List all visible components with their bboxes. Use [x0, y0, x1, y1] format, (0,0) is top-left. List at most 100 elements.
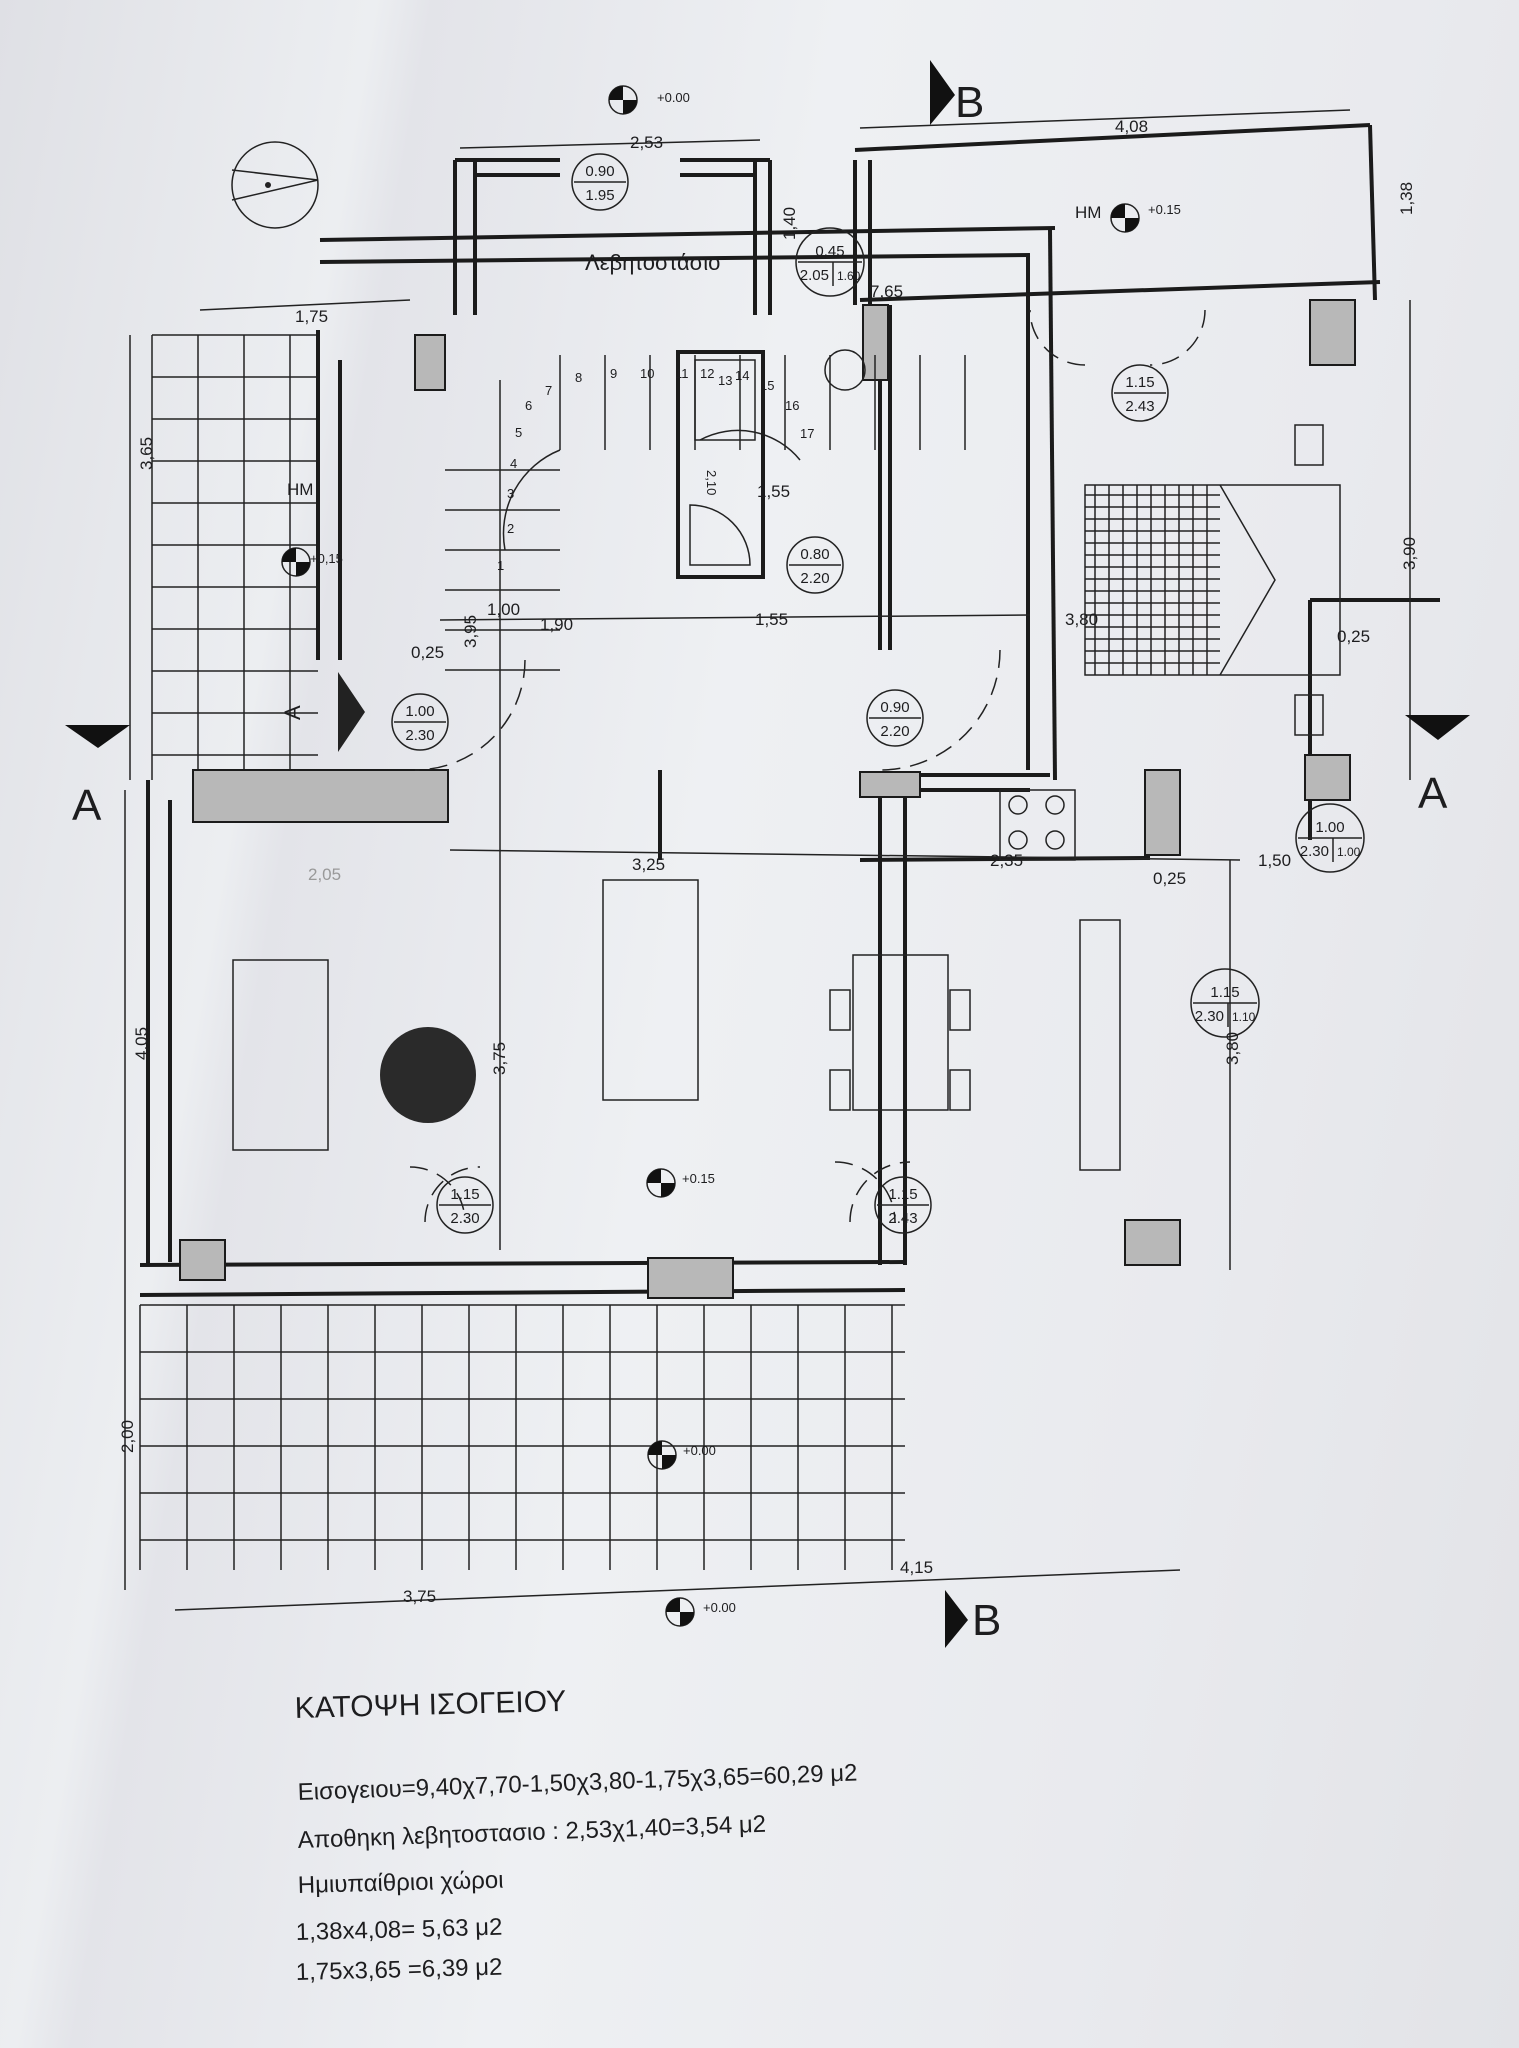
stair-step-number: 15	[760, 378, 774, 393]
wall	[1368, 124, 1377, 301]
door-tag-height: 2.43	[1125, 398, 1154, 415]
door-tag-height: 1.95	[585, 187, 614, 204]
section-arrow-icon	[1405, 715, 1470, 740]
dim-stair-length: 3,95	[461, 615, 480, 648]
chair-icon	[829, 989, 851, 1031]
door-tag-width: 1.15	[450, 1186, 479, 1203]
door-tag-width: 0.90	[585, 163, 614, 180]
stair-step-number: 1	[497, 558, 504, 573]
cooktop-icon	[999, 789, 1076, 861]
dimension-line	[859, 109, 1351, 129]
dim-living-height: 4,05	[132, 1027, 151, 1060]
chair-icon	[949, 989, 971, 1031]
dim-wall-kitchen: 0,25	[1153, 869, 1186, 888]
section-marker-a-left: A	[72, 781, 102, 830]
column-hatch	[1309, 299, 1356, 366]
bed-icon	[1084, 484, 1341, 676]
door-swing-arc	[879, 649, 1001, 771]
stair-step-number: 7	[545, 383, 552, 398]
door-tag-circle	[1190, 968, 1260, 1038]
dim-shower: 2,10	[704, 470, 719, 495]
nightstand-icon	[1294, 424, 1324, 466]
door-tag-circle	[1111, 364, 1169, 422]
dim-bedroom-height: 3,90	[1400, 537, 1419, 570]
toilet-icon	[824, 349, 866, 391]
dining-table-icon	[852, 954, 949, 1111]
room-label-porch-top: ΗΜ	[1075, 203, 1101, 222]
door-swing-arc	[1029, 309, 1086, 366]
stair-step-number: 6	[525, 398, 532, 413]
dimension-line	[459, 139, 761, 149]
level-marker-fill	[609, 86, 637, 114]
door-tag-width: 1.00	[1315, 819, 1344, 836]
column-hatch	[862, 304, 889, 381]
column-hatch	[1124, 1219, 1181, 1266]
door-swing-arc	[834, 1161, 896, 1223]
dim-bath-width-2: 1,55	[757, 482, 790, 501]
level-porch-left: +0,15	[310, 551, 343, 566]
dim-terrace-height: 2,00	[118, 1420, 137, 1453]
wall	[139, 1260, 906, 1267]
level-porch-top: +0.15	[1148, 202, 1181, 217]
wall	[139, 1288, 906, 1297]
area-note-boiler: Αποθηκη λεβητοστασιο : 2,53χ1,40=3,54 μ2	[297, 1811, 766, 1854]
door-tag-height: 2.43	[888, 1210, 917, 1227]
dim-boiler-height: 1,40	[780, 207, 799, 240]
stair-step-number: 17	[800, 426, 814, 441]
door-tag-width: 1.00	[405, 703, 434, 720]
dim-porch-height: 1,38	[1397, 182, 1416, 215]
dimension-line	[199, 299, 411, 311]
chair-icon	[949, 1069, 971, 1111]
dim-kitchen-width: 2,35	[990, 851, 1023, 870]
plan-geometry	[65, 60, 1470, 1648]
stair-path-arc	[502, 449, 561, 551]
dimension-line	[439, 614, 1031, 621]
door-tag-height: 2.30	[450, 1210, 479, 1227]
door-tag-height: 2.30	[405, 727, 434, 744]
dim-bottom-left: 3,75	[403, 1587, 436, 1606]
drawing-title: ΚΑΤΟΨΗ ΙΣΟΓΕΙΟΥ	[294, 1685, 566, 1725]
door-swing-arc	[849, 1161, 911, 1223]
burner-icon	[1008, 795, 1028, 815]
door-tag-height: 2.30	[1300, 843, 1329, 860]
area-note-ground: Εισογειου=9,40χ7,70-1,50χ3,80-1,75χ3,65=…	[297, 1759, 858, 1806]
dim-bedroom-width: 3,80	[1065, 610, 1098, 629]
dim-left-porch-width: 1,75	[295, 307, 328, 326]
stair-step-number: 3	[507, 486, 514, 501]
nightstand-icon	[1294, 694, 1324, 736]
dim-hall-width: 1,90	[540, 615, 573, 634]
dim-porch-width: 4,08	[1115, 117, 1148, 136]
stair-step-number: 9	[610, 366, 617, 381]
door-tag-width: 0.45	[815, 243, 844, 260]
corner-bathtub	[689, 504, 751, 566]
door-tag-width: 0.90	[880, 699, 909, 716]
door-tag-circle	[866, 689, 924, 747]
dim-living-length: 2,05	[308, 865, 341, 884]
column-hatch	[192, 769, 449, 823]
dim-kitchen-extension: 1,50	[1258, 851, 1291, 870]
dim-bath-width: 1,55	[755, 610, 788, 629]
section-arrow-label: A	[280, 705, 305, 720]
door-tag-sill: 1.10	[1232, 1010, 1256, 1024]
door-tag-circle	[1295, 803, 1365, 873]
bathroom-wall	[676, 350, 765, 579]
burner-icon	[1045, 830, 1065, 850]
sofa-icon	[232, 959, 329, 1151]
door-tag-sill: 1.60	[837, 269, 861, 283]
sofa-icon	[602, 879, 699, 1101]
stair-step-number: 16	[785, 398, 799, 413]
door-swing-arc	[1149, 309, 1206, 366]
north-arrow-icon	[231, 141, 319, 229]
dim-living-width: 3,25	[632, 855, 665, 874]
door-tag-circle	[874, 1176, 932, 1234]
door-tag-height: 2.30	[1195, 1008, 1224, 1025]
section-marker-a-right: A	[1418, 769, 1448, 818]
section-arrow-icon	[338, 672, 365, 752]
level-marker-fill	[647, 1169, 675, 1197]
stair-step-number: 12	[700, 366, 714, 381]
door-tag-width: 1.15	[888, 1186, 917, 1203]
door-tag-circle	[571, 153, 629, 211]
